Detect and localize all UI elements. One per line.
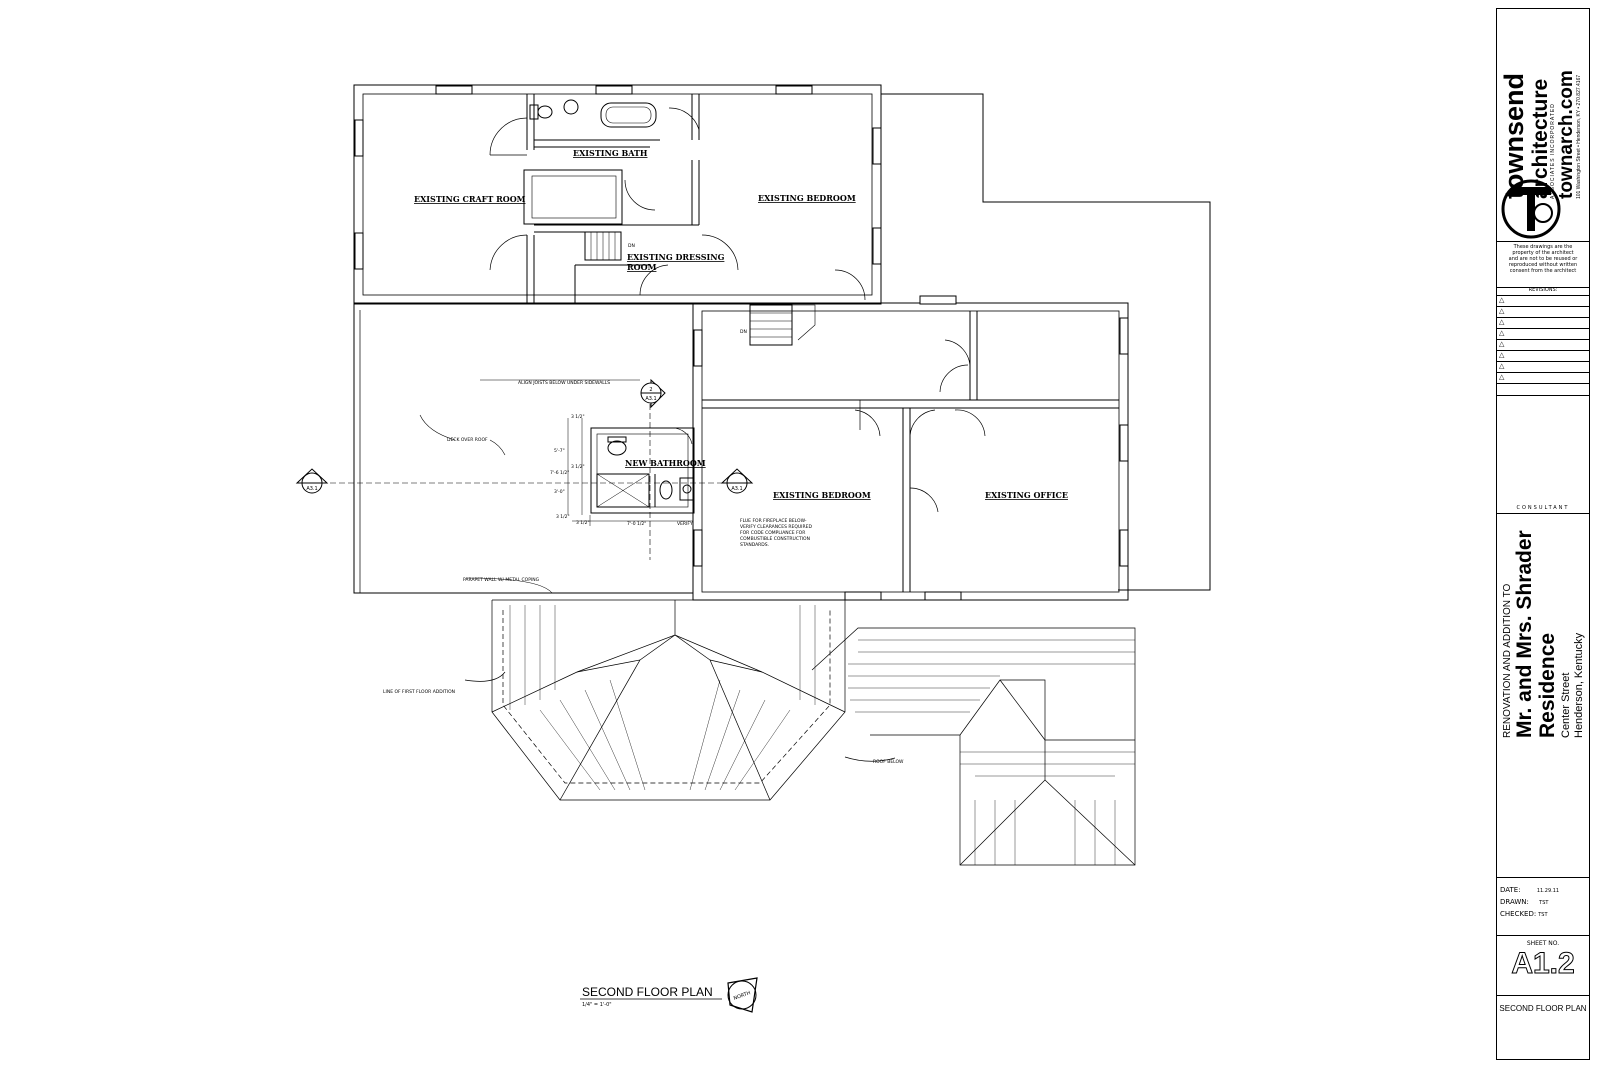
room-label-craft: EXISTING CRAFT ROOM <box>414 194 526 204</box>
revisions-section: REVISIONS: △ △ △ △ △ △ △ △ <box>1497 287 1589 396</box>
dim-7: 3 1/2" <box>576 520 590 526</box>
date-value: 11.29.11 <box>1536 888 1560 894</box>
roof-below <box>464 599 1136 866</box>
room-label-bedroom-s: EXISTING BEDROOM <box>773 490 871 500</box>
room-label-dressing-2: ROOM <box>627 262 657 272</box>
revision-triangle-icon: △ <box>1499 319 1505 326</box>
sheet-number-section: SHEET NO. A1.2 <box>1497 935 1589 996</box>
firm-address: 101 Washington Street • Henderson, KY • … <box>1576 74 1582 199</box>
revision-triangle-icon: △ <box>1499 363 1505 370</box>
section-left-label: A3.1 <box>306 486 317 492</box>
dim-8: 7'-0 1/2" <box>627 521 646 527</box>
existing-south-wing <box>692 269 1129 601</box>
firm-logo-icon <box>1501 179 1561 239</box>
north-arrow <box>727 977 758 1013</box>
section-marker-right <box>720 468 754 494</box>
existing-north-wing <box>353 84 1211 591</box>
revision-row: △ <box>1497 318 1589 329</box>
project-line-3: Residence <box>1536 632 1559 738</box>
project-section: RENOVATION AND ADDITION TO Mr. and Mrs. … <box>1497 513 1589 878</box>
date-section: DATE: 11.29.11 DRAWN: TST CHECKED:TST <box>1497 877 1589 936</box>
note-flue-4: COMBUSTIBLE CONSTRUCTION <box>740 536 810 542</box>
dim-1: 3 1/2" <box>571 414 585 420</box>
revision-triangle-icon: △ <box>1499 341 1505 348</box>
consultant-section: CONSULTANT <box>1497 395 1589 514</box>
consultant-label: CONSULTANT <box>1516 505 1570 511</box>
drawing-title: SECOND FLOOR PLAN <box>582 985 713 999</box>
revision-row: △ <box>1497 296 1589 307</box>
title-block: townsend architecture ASSOCIATES INCORPO… <box>1496 8 1590 1060</box>
revision-triangle-icon: △ <box>1499 374 1505 381</box>
firm-logo-section: townsend architecture ASSOCIATES INCORPO… <box>1497 9 1589 242</box>
note-flue-3: FOR CODE COMPLIANCE FOR <box>740 530 805 536</box>
disclaimer-text: These drawings are the property of the a… <box>1508 244 1578 274</box>
checked-label: CHECKED: <box>1500 910 1537 918</box>
note-align: ALIGN JOISTS BELOW UNDER SIDEWALLS <box>518 380 610 386</box>
dim-5: 3'-0" <box>554 489 565 495</box>
room-label-office: EXISTING OFFICE <box>985 490 1068 500</box>
revision-triangle-icon: △ <box>1499 308 1505 315</box>
room-label-new-bath: NEW BATHROOM <box>625 458 706 468</box>
deck-over-roof <box>312 302 738 594</box>
project-line-4: Center Street <box>1560 672 1572 738</box>
project-line-1: RENOVATION AND ADDITION TO <box>1502 583 1513 738</box>
revision-row: △ <box>1497 340 1589 351</box>
revision-row: △ <box>1497 307 1589 318</box>
note-roof-below: ROOF BELOW <box>873 759 904 765</box>
note-deck: DECK OVER ROOF <box>447 437 488 443</box>
sheet-label: SHEET NO. <box>1526 940 1560 947</box>
revision-triangle-icon: △ <box>1499 352 1505 359</box>
revision-row: △ <box>1497 373 1589 384</box>
section-marker-top <box>640 378 666 409</box>
drawing-scale: 1/4" = 1'-0" <box>582 1002 612 1008</box>
north-label: NORTH <box>733 990 752 1002</box>
revision-triangle-icon: △ <box>1499 330 1505 337</box>
revision-row: △ <box>1497 329 1589 340</box>
checked-value: TST <box>1538 912 1548 918</box>
note-flue-2: VERIFY CLEARANCES REQUIRED <box>740 524 812 530</box>
new-bathroom <box>567 418 695 526</box>
drawn-label: DRAWN: <box>1500 898 1529 906</box>
room-label-bedroom-ne: EXISTING BEDROOM <box>758 193 856 203</box>
revision-triangle-icon: △ <box>1499 297 1505 304</box>
sheet-title-section: SECOND FLOOR PLAN <box>1497 995 1589 1025</box>
note-dn-2: DN <box>740 329 747 335</box>
section-right-label: A3.1 <box>731 486 742 492</box>
sheet-number: A1.2 <box>1511 947 1575 981</box>
note-parapet: PARAPET WALL W/ METAL COPING <box>463 577 540 583</box>
dim-6: 3 1/2" <box>556 514 570 520</box>
dim-3: 3 1/2" <box>571 464 585 470</box>
dim-2: 5'-7" <box>554 448 565 454</box>
section-top-sheet: A3.1 <box>645 396 656 402</box>
dim-4: 7'-6 1/2" <box>550 470 569 476</box>
section-marker-left <box>295 468 329 494</box>
project-line-2: Mr. and Mrs. Shrader <box>1513 530 1536 738</box>
note-flue-5: STANDARDS. <box>740 542 769 548</box>
note-flue-1: FLUE FOR FIREPLACE BELOW- <box>740 518 807 524</box>
project-line-5: Henderson, Kentucky <box>1573 632 1585 738</box>
date-label: DATE: <box>1500 886 1521 894</box>
room-label-dressing-1: EXISTING DRESSING <box>627 252 725 262</box>
note-verify: VERIFY <box>677 521 693 527</box>
disclaimer-section: These drawings are the property of the a… <box>1497 241 1589 288</box>
revision-rows: △ △ △ △ △ △ △ △ <box>1497 296 1589 384</box>
revision-row: △ <box>1497 362 1589 373</box>
section-top-num: 2 <box>649 387 652 393</box>
revisions-label: REVISIONS: <box>1497 287 1589 296</box>
note-first-floor: LINE OF FIRST FLOOR ADDITION <box>383 689 455 695</box>
room-label-bath: EXISTING BATH <box>573 148 648 158</box>
sheet-title: SECOND FLOOR PLAN <box>1499 1004 1587 1013</box>
note-dn-1: DN <box>628 243 635 249</box>
revision-row: △ <box>1497 351 1589 362</box>
drawn-value: TST <box>1539 900 1549 906</box>
